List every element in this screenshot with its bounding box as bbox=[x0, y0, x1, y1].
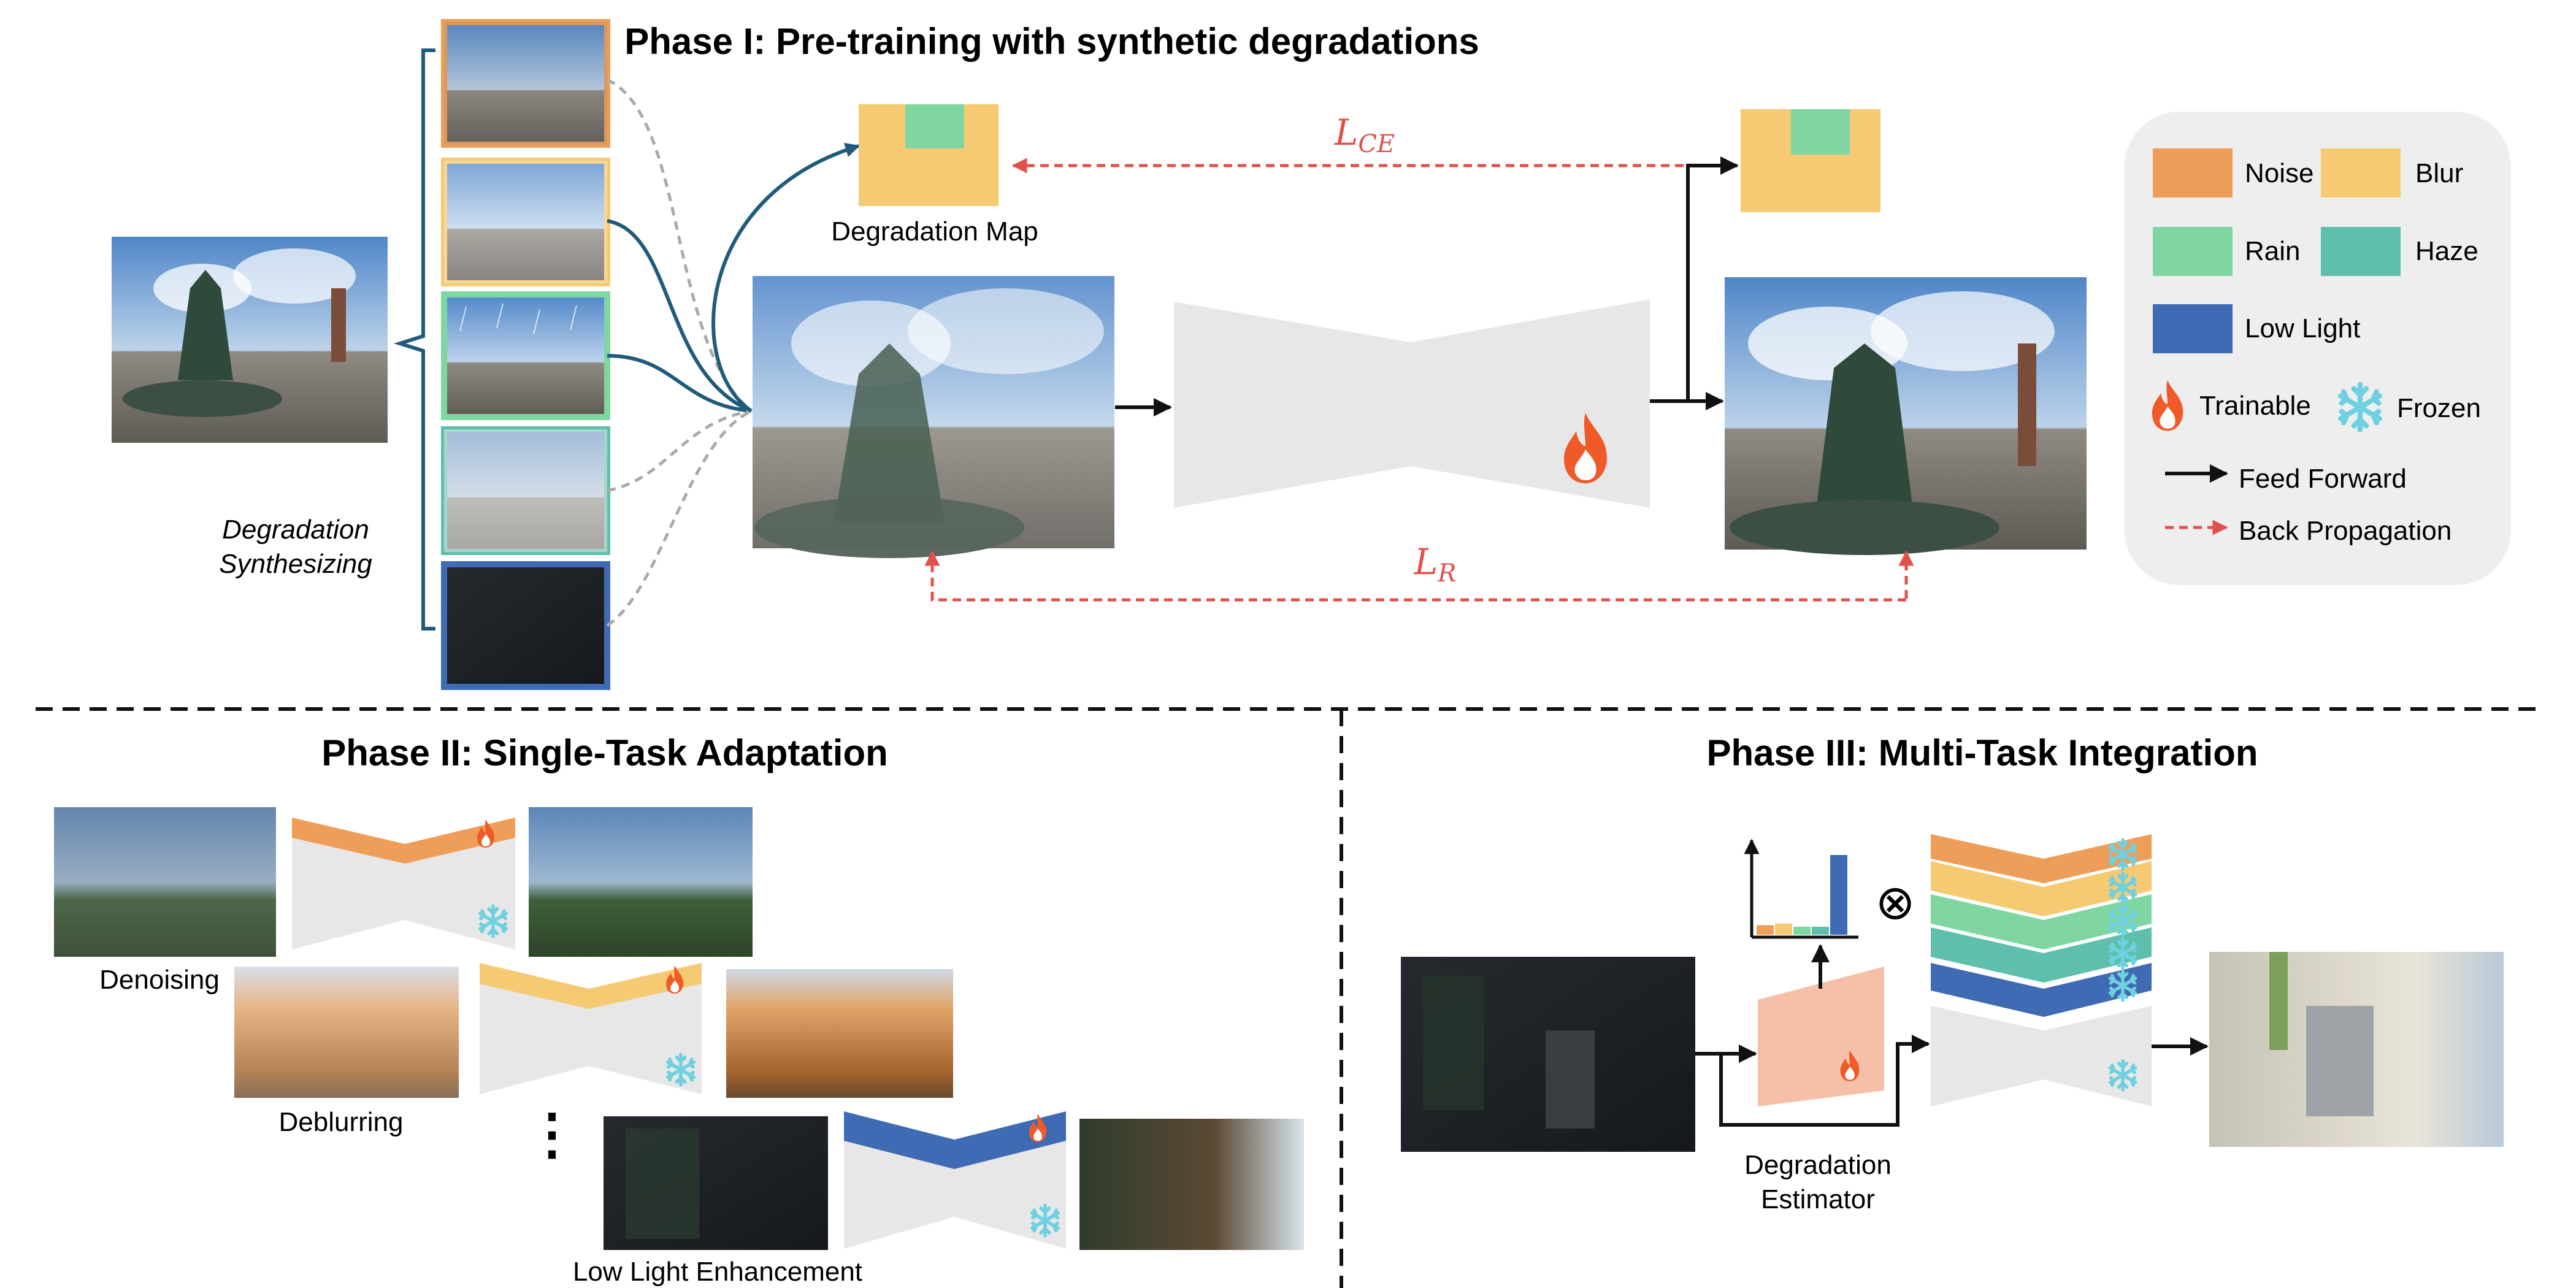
estimator-weight-bar bbox=[1830, 855, 1847, 935]
task-label-denoising: Denoising bbox=[99, 965, 220, 995]
estimator-weight-bar bbox=[1757, 925, 1774, 935]
legend-frozen-label: Frozen bbox=[2397, 393, 2481, 423]
thumbnail-blur bbox=[441, 158, 610, 286]
degraded-thumbnails bbox=[441, 19, 610, 690]
loss-r-label: LR bbox=[1414, 541, 1457, 588]
estimator-weights-chart bbox=[1744, 838, 1858, 939]
restored-output-image bbox=[1725, 277, 2087, 555]
degradation-map-label: Degradation Map bbox=[831, 217, 1038, 247]
feed-forward-arrows bbox=[1115, 156, 1739, 416]
legend-swatch-noise bbox=[2153, 148, 2233, 197]
synthesis-brace bbox=[394, 48, 435, 631]
estimator-weight-bar bbox=[1812, 927, 1829, 935]
thumbnail-rain bbox=[441, 291, 610, 420]
source-image bbox=[112, 237, 388, 443]
degraded-input-image bbox=[753, 276, 1114, 558]
phase3-output-image bbox=[2209, 952, 2504, 1147]
degradation-map-predicted bbox=[1741, 109, 1880, 212]
estimator-label-line2: Estimator bbox=[1761, 1184, 1875, 1214]
loss-ce-label: LCE bbox=[1334, 112, 1395, 158]
multiply-symbol: ⊗ bbox=[1875, 875, 1915, 929]
phase2-title: Phase II: Single-Task Adaptation bbox=[321, 732, 888, 773]
task-label-deblurring: Deblurring bbox=[279, 1107, 404, 1137]
legend-back-propagation-label: Back Propagation bbox=[2239, 516, 2451, 546]
synthesis-label-line2: Synthesizing bbox=[219, 549, 372, 579]
lowlight-output-image bbox=[1079, 1119, 1304, 1250]
denoise-network bbox=[292, 818, 515, 949]
thumbnail-low-light bbox=[441, 561, 610, 690]
legend-blur-label: Blur bbox=[2415, 158, 2463, 188]
thumbnail-noise bbox=[441, 19, 610, 148]
synthesis-curves bbox=[606, 78, 861, 627]
phase3-title: Phase III: Multi-Task Integration bbox=[1706, 732, 2258, 773]
legend-swatch-haze bbox=[2321, 227, 2401, 276]
legend-noise-label: Noise bbox=[2245, 158, 2314, 188]
denoise-input-image bbox=[54, 807, 276, 957]
legend-trainable-label: Trainable bbox=[2199, 391, 2311, 421]
degradation-map-input bbox=[859, 104, 999, 206]
task-label-low-light: Low Light Enhancement bbox=[573, 1257, 862, 1287]
legend: Noise Blur Rain Haze Low Light Trainable… bbox=[2125, 112, 2511, 585]
phase3-feed-forward-arrows bbox=[1695, 944, 2209, 1127]
estimator-weight-bar bbox=[1775, 923, 1792, 935]
estimator-weight-bar bbox=[1793, 927, 1811, 935]
legend-feed-forward-label: Feed Forward bbox=[2239, 464, 2407, 494]
deblur-input-image bbox=[234, 967, 459, 1098]
denoise-output-image bbox=[529, 807, 753, 957]
legend-low-light-label: Low Light bbox=[2245, 313, 2360, 343]
back-propagation-arrows bbox=[924, 158, 1914, 602]
thumbnail-haze bbox=[441, 426, 610, 555]
deblur-network bbox=[480, 963, 702, 1094]
estimator-label-line1: Degradation bbox=[1744, 1150, 1892, 1180]
expert-network-stack bbox=[1931, 834, 2152, 1106]
legend-swatch-low-light bbox=[2153, 304, 2233, 353]
phase3-input-image bbox=[1401, 957, 1695, 1152]
legend-haze-label: Haze bbox=[2415, 236, 2478, 266]
synthesis-label-line1: Degradation bbox=[222, 515, 369, 545]
legend-swatch-blur bbox=[2321, 148, 2401, 197]
ellipsis-vertical: ⋮ bbox=[524, 1104, 580, 1165]
legend-rain-label: Rain bbox=[2245, 236, 2301, 266]
phase1-title: Phase I: Pre-training with synthetic deg… bbox=[624, 21, 1479, 62]
restoration-network bbox=[1174, 299, 1650, 508]
lowlight-network bbox=[844, 1111, 1066, 1249]
legend-swatch-rain bbox=[2153, 227, 2233, 276]
lowlight-input-image bbox=[604, 1116, 828, 1250]
deblur-output-image bbox=[726, 969, 953, 1098]
